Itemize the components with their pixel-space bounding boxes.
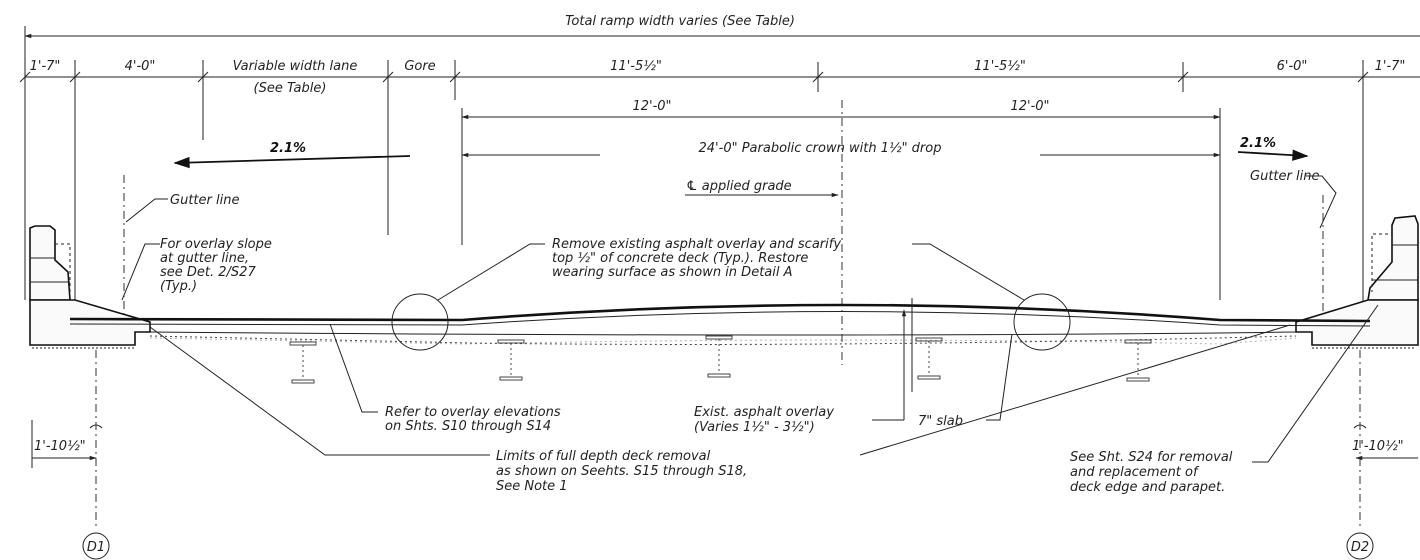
- dim-half-left: 12'-0": [632, 99, 671, 114]
- overlay-slope-note-4: (Typ.): [160, 279, 197, 294]
- dim-left-edge: 1'-7": [30, 59, 61, 74]
- remove-overlay-note-3: wearing surface as shown in Detail A: [552, 265, 793, 280]
- exist-overlay-note-2: (Varies 1½" - 3½"): [694, 420, 815, 435]
- cl-grade-label: ℄ applied grade: [686, 179, 792, 194]
- limits-note-2: as shown on Seehts. S15 through S18,: [496, 464, 747, 479]
- grid-lines: D1 D2: [82, 350, 1374, 560]
- crown-label: 24'-0" Parabolic crown with 1½" drop: [699, 141, 942, 156]
- right-deck-edge: [1295, 299, 1419, 346]
- overlay-slope-note-2: at gutter line,: [160, 251, 249, 266]
- remove-overlay-note-1: Remove existing asphalt overlay and scar…: [552, 237, 841, 252]
- limits-note-1: Limits of full depth deck removal: [496, 449, 711, 464]
- dim-left-shoulder: 4'-0": [125, 59, 156, 74]
- overlay-surface: [69, 303, 1371, 323]
- half-width-dimensions: 12'-0" 12'-0": [461, 99, 1221, 300]
- limits-note-3: See Note 1: [496, 479, 568, 494]
- see-s24-note-3: deck edge and parapet.: [1070, 480, 1225, 495]
- right-parapet: [1367, 215, 1419, 301]
- overlay-slope-note-3: see Det. 2/S27: [160, 265, 256, 280]
- dim-right-edge: 1'-7": [1375, 59, 1406, 74]
- see-s24-note-2: and replacement of: [1070, 465, 1200, 480]
- remove-overlay-note-2: top ½" of concrete deck (Typ.). Restore: [552, 251, 808, 266]
- dim-gore: Gore: [404, 59, 435, 74]
- see-s24-note-1: See Sht. S24 for removal: [1070, 450, 1233, 465]
- grid-d1-label: D1: [87, 540, 105, 555]
- dim-variable-lane-note: (See Table): [254, 81, 327, 96]
- dim-right-shoulder: 6'-0": [1277, 59, 1308, 74]
- detail-circle-right: [1013, 293, 1071, 351]
- girder: [705, 335, 733, 378]
- left-parapet: [29, 225, 71, 301]
- left-deck-edge: [29, 299, 151, 346]
- total-width-label: Total ramp width varies (See Table): [565, 14, 795, 29]
- centerline: ℄ applied grade: [685, 100, 843, 365]
- dim-lane-left: 11'-5½": [610, 59, 662, 74]
- deck-structure: [29, 215, 1419, 384]
- callout-notes: For overlay slope at gutter line, see De…: [121, 237, 1379, 495]
- offset-dimensions: 1'-10½" 1'-10½": [31, 420, 1418, 468]
- slope-right-label: 2.1%: [1240, 136, 1276, 151]
- exist-overlay-note-1: Exist. asphalt overlay: [694, 405, 834, 420]
- girder: [289, 341, 317, 384]
- slab-label: 7" slab: [918, 414, 963, 429]
- total-width-dimension: Total ramp width varies (See Table): [24, 14, 1420, 300]
- dim-lane-right: 11'-5½": [974, 59, 1026, 74]
- refer-overlay-note-2: on Shts. S10 through S14: [385, 419, 551, 434]
- grid-d2-label: D2: [1351, 540, 1369, 555]
- overlay-slope-note-1: For overlay slope: [160, 237, 272, 252]
- dim-half-right: 12'-0": [1010, 99, 1049, 114]
- slope-arrow-left: [173, 155, 411, 169]
- girder: [915, 337, 943, 380]
- girder: [1124, 339, 1152, 382]
- slope-arrow-right: [1237, 149, 1309, 161]
- crown-dimension: 24'-0" Parabolic crown with 1½" drop: [461, 140, 1221, 158]
- detail-circle-left: [391, 293, 449, 351]
- gutter-line-right-label: Gutter line: [1250, 169, 1319, 184]
- gutter-lines: Gutter line Gutter line: [123, 169, 1337, 318]
- dim-variable-lane: Variable width lane: [233, 59, 358, 74]
- girders: [289, 335, 1152, 384]
- right-offset-label: 1'-10½": [1352, 439, 1404, 454]
- slope-arrows: 2.1% 2.1%: [173, 136, 1309, 169]
- refer-overlay-note-1: Refer to overlay elevations: [385, 405, 561, 420]
- slope-left-label: 2.1%: [270, 141, 306, 156]
- gutter-line-left-label: Gutter line: [170, 193, 239, 208]
- girder: [497, 339, 525, 381]
- left-offset-label: 1'-10½": [34, 439, 86, 454]
- component-dimension-string: 1'-7" 4'-0" Variable width lane (See Tab…: [19, 59, 1420, 325]
